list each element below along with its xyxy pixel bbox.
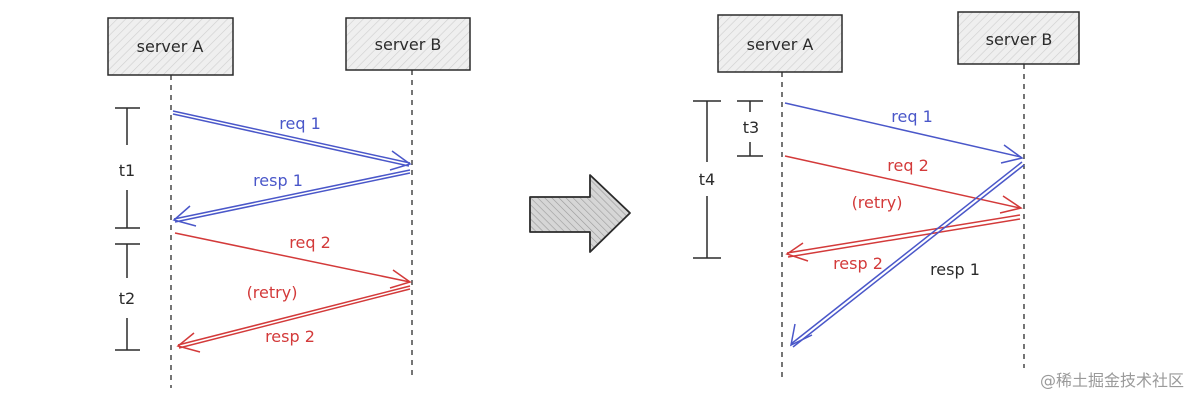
left-server-a-label: server A (137, 37, 204, 56)
left-timer-t2-label: t2 (119, 289, 135, 308)
right-label-retry: (retry) (852, 193, 903, 212)
left-label-resp1: resp 1 (253, 171, 303, 190)
left-label-req2: req 2 (289, 233, 331, 252)
watermark-text: @稀土掘金技术社区 (1040, 371, 1184, 390)
right-timer-t3-label: t3 (743, 118, 759, 137)
right-timer-t4-bracket (693, 100, 721, 259)
right-arrow-req1 (784, 102, 1024, 164)
right-arrow-resp1 (789, 161, 1025, 348)
left-timer-t1-label: t1 (119, 161, 135, 180)
left-label-retry: (retry) (247, 283, 298, 302)
left-server-a-box: server A (107, 17, 234, 76)
left-arrow-resp1 (172, 169, 411, 227)
left-label-req1: req 1 (279, 114, 321, 133)
right-server-b-box: server B (957, 11, 1080, 65)
left-arrow-req1 (172, 110, 412, 171)
right-timer-t4-label: t4 (699, 170, 715, 189)
right-label-resp1: resp 1 (930, 260, 980, 279)
right-label-req2: req 2 (887, 156, 929, 175)
right-label-req1: req 1 (891, 107, 933, 126)
right-label-resp2: resp 2 (833, 254, 883, 273)
right-server-b-label: server B (986, 30, 1053, 49)
transition-arrow-icon (529, 174, 631, 253)
right-arrow-resp2 (785, 214, 1021, 262)
left-timer-t1-bracket (115, 107, 140, 229)
left-server-b-box: server B (345, 17, 471, 71)
left-arrow-resp2 (176, 285, 411, 353)
left-timer-t2-bracket (115, 243, 140, 351)
right-timer-t3-bracket (737, 100, 763, 157)
right-server-a-box: server A (717, 14, 843, 73)
left-arrow-req2 (174, 232, 412, 289)
right-diagram: server A server B t3 t4 req 1 (693, 11, 1080, 380)
right-server-a-label: server A (747, 35, 814, 54)
left-server-b-label: server B (375, 35, 442, 54)
left-diagram: server A server B t1 t2 (107, 17, 471, 388)
left-label-resp2: resp 2 (265, 327, 315, 346)
